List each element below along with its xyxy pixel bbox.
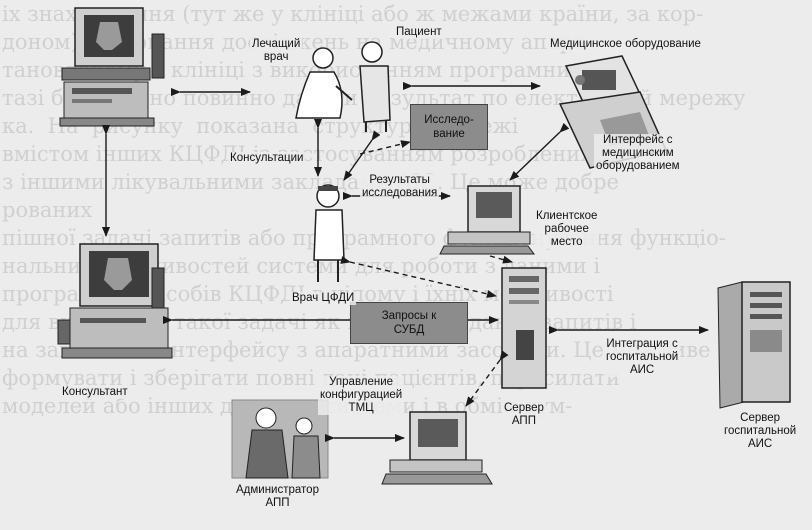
- config-management-label: Управление конфигурацией ТМЦ: [318, 376, 405, 415]
- medical-equipment-label: Медицинское оборудование: [548, 38, 703, 51]
- app-server-icon: [501, 267, 547, 389]
- hospital-server-icon: [717, 281, 791, 409]
- patient-label: Пациент: [394, 26, 444, 39]
- doctor-cfdi-figure: [313, 184, 345, 282]
- arrow-client-to-server: [489, 255, 513, 264]
- research-box: Исследо- вание: [410, 104, 488, 150]
- consultant-label: Консультант: [60, 386, 130, 399]
- client-workstation-icon: [439, 185, 535, 255]
- hospital-server-label: Сервер госпитальной АИС: [722, 412, 799, 451]
- equipment-interface-label: Интерфейс с медицинским оборудованием: [594, 134, 682, 173]
- consultant-station-bottom-icon: [57, 243, 173, 359]
- app-admin-label: Администратор АПП: [234, 484, 321, 510]
- doctor-cfdi-label: Врач ЦФДИ: [290, 292, 357, 305]
- config-workstation-icon: [381, 411, 493, 485]
- app-admin-figure: [231, 399, 329, 479]
- consultations-label: Консультации: [228, 152, 306, 165]
- app-server-label: Сервер АПП: [502, 402, 546, 428]
- arrow-cfdi-to-server: [340, 256, 497, 298]
- patient-figure: [359, 41, 391, 132]
- client-workstation-label: Клиентское рабочее место: [534, 210, 600, 249]
- treating-doctor-figure: [295, 47, 353, 119]
- research-results-label: Результаты исследования: [360, 174, 440, 200]
- integration-label: Интеграция с госпитальной АИС: [604, 338, 681, 377]
- arrow-server-to-config: [465, 350, 509, 407]
- arrow-patient-to-cfdi: [343, 130, 381, 181]
- consultant-station-top-icon: [59, 7, 165, 127]
- treating-doctor-label: Лечащий врач: [250, 38, 303, 64]
- arrow-consult-patient: [359, 140, 411, 155]
- arrow-equipment-to-client: [509, 122, 570, 181]
- db-queries-box: Запросы к СУБД: [350, 302, 468, 344]
